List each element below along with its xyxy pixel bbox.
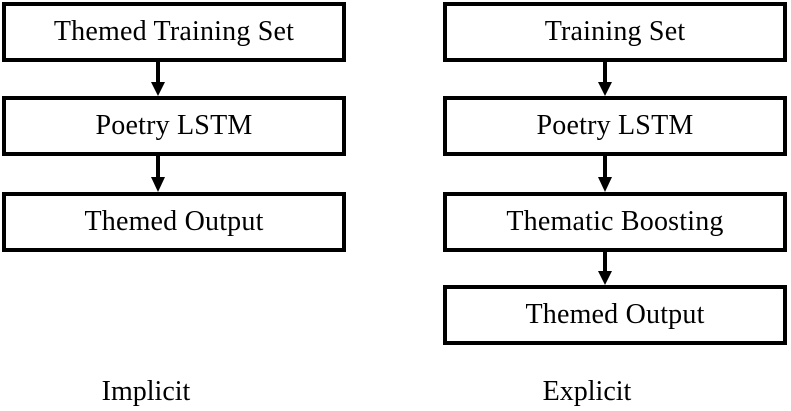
node-label: Thematic Boosting bbox=[506, 206, 724, 237]
node-themed-training-set: Themed Training Set bbox=[2, 2, 346, 62]
node-label: Poetry LSTM bbox=[95, 110, 253, 141]
node-thematic-boosting: Thematic Boosting bbox=[443, 192, 787, 252]
node-poetry-lstm-explicit: Poetry LSTM bbox=[443, 96, 787, 156]
caption-implicit: Implicit bbox=[101, 376, 191, 407]
arrow-explicit-3 bbox=[596, 252, 614, 285]
node-label: Themed Output bbox=[84, 206, 264, 237]
arrow-implicit-1 bbox=[149, 62, 167, 96]
node-themed-output-implicit: Themed Output bbox=[2, 192, 346, 252]
arrow-explicit-1 bbox=[596, 62, 614, 96]
node-label: Themed Training Set bbox=[53, 16, 295, 47]
node-themed-output-explicit: Themed Output bbox=[443, 285, 787, 345]
node-training-set: Training Set bbox=[443, 2, 787, 62]
arrow-explicit-2 bbox=[596, 156, 614, 192]
node-poetry-lstm-implicit: Poetry LSTM bbox=[2, 96, 346, 156]
caption-explicit: Explicit bbox=[542, 376, 632, 407]
node-label: Training Set bbox=[544, 16, 686, 47]
arrow-implicit-2 bbox=[149, 156, 167, 192]
node-label: Themed Output bbox=[525, 299, 705, 330]
node-label: Poetry LSTM bbox=[536, 110, 694, 141]
